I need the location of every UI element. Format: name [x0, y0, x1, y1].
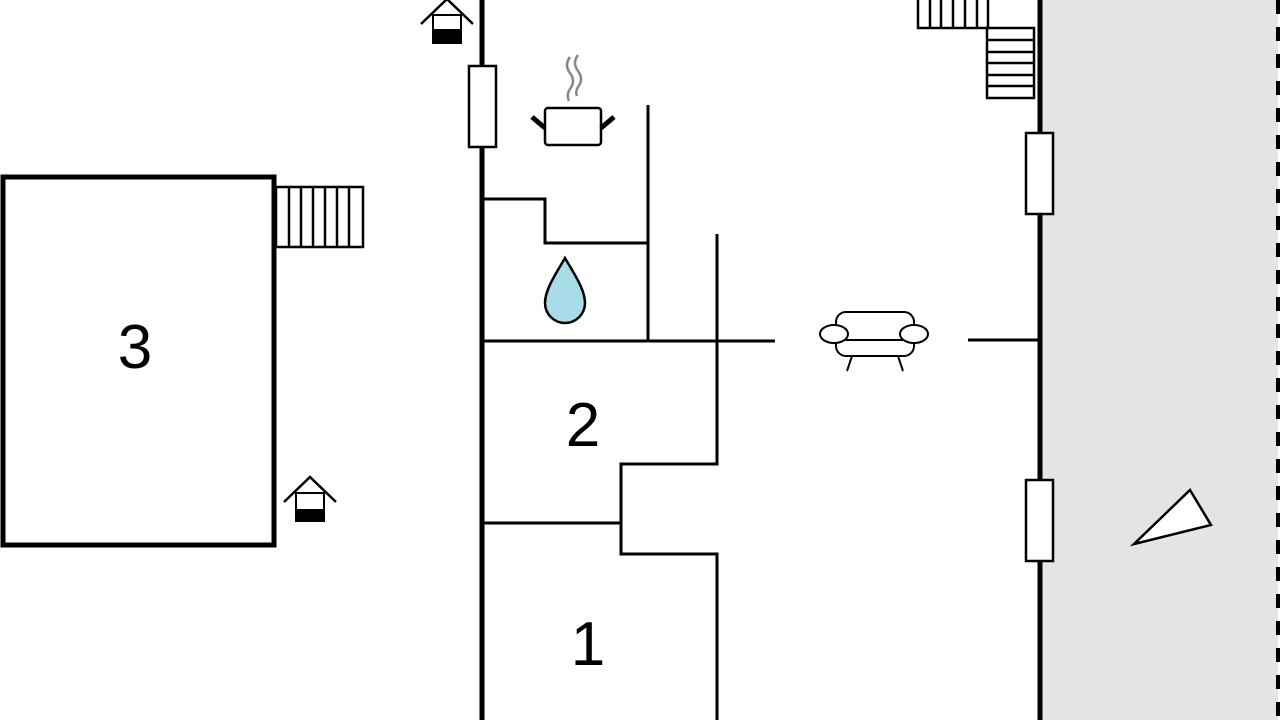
room-3-label: 3: [118, 313, 152, 382]
window-icon: [467, 64, 498, 149]
window-icon: [1024, 478, 1055, 563]
bathroom-drop-icon: [543, 255, 587, 325]
north-arrow-icon: [1129, 488, 1213, 547]
room-2-label: 2: [566, 391, 600, 460]
window-icon: [1024, 131, 1055, 216]
entrance-icon: [283, 475, 337, 522]
entrance-icon: [420, 0, 474, 44]
kitchen-pot-icon: [530, 54, 616, 147]
building-3-outline: [0, 174, 277, 548]
interior-walls: [484, 105, 1038, 720]
sofa-icon: [819, 311, 929, 372]
room-1-label: 1: [571, 610, 605, 679]
stairs-icon: [274, 185, 365, 249]
stairs-icon: [916, 0, 1036, 100]
terrace-area: [1042, 0, 1278, 720]
